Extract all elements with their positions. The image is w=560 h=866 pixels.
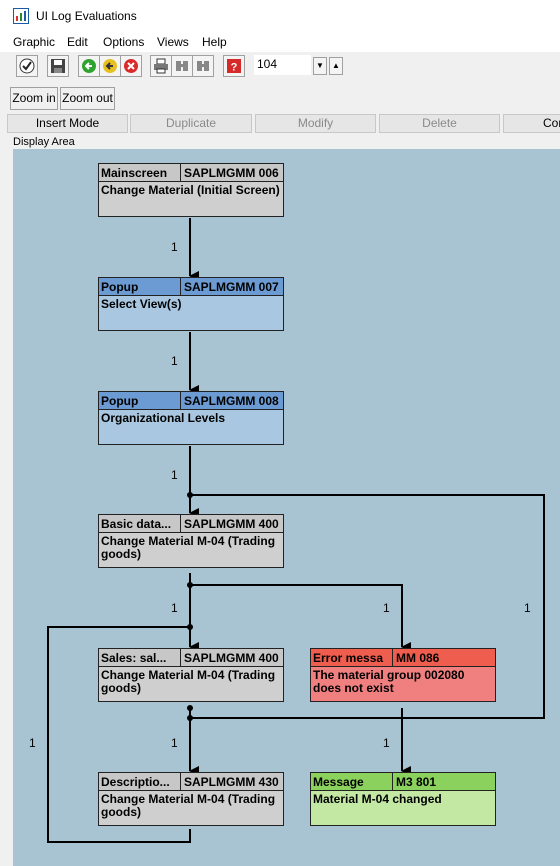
node-program: SAPLMGMM 008 [184,394,279,408]
title-bar: UI Log Evaluations [0,0,560,32]
find-button[interactable] [171,55,193,77]
check-button[interactable] [16,55,38,77]
chevron-down-icon: ▼ [316,61,324,70]
menu-help[interactable]: Help [202,35,227,49]
edge-label: 1 [171,354,178,368]
node-type: Basic data... [101,517,172,531]
node-type: Message [313,775,364,789]
menu-options[interactable]: Options [103,35,145,49]
save-button[interactable] [47,55,69,77]
duplicate-button[interactable]: Duplicate [130,114,252,133]
node-type: Popup [101,280,139,294]
edge-label: 1 [171,601,178,615]
display-area [13,149,560,866]
window-title: UI Log Evaluations [36,9,137,23]
menu-edit[interactable]: Edit [67,35,88,49]
menu-bar: Graphic Edit Options Views Help [0,32,560,52]
exit-button[interactable] [99,55,121,77]
delete-button[interactable]: Delete [379,114,500,133]
node-description-screen[interactable]: Descriptio... SAPLMGMM 430 Change Materia… [98,772,289,831]
modify-button[interactable]: Modify [255,114,376,133]
app-icon [13,8,29,24]
zoom-level-input[interactable]: 104 [254,55,311,75]
node-description: Change Material M-04 (Trading goods) [101,792,276,819]
edge-label: 1 [29,736,36,750]
display-area-label: Display Area [13,136,75,148]
node-program: SAPLMGMM 400 [184,517,279,531]
zoom-out-button[interactable]: Zoom out [60,87,115,110]
junction-dot [187,705,193,711]
node-program: M3 801 [396,775,437,789]
connect-button[interactable]: Con [503,114,560,133]
find-next-button[interactable] [192,55,214,77]
node-sales[interactable]: Sales: sal... SAPLMGMM 400 Change Materia… [98,648,289,707]
node-description: The material group 002080 does not exist [313,668,465,695]
junction-dot [187,624,193,630]
junction-dot [187,582,193,588]
help-button[interactable]: ? [223,55,245,77]
node-program: SAPLMGMM 400 [184,651,279,665]
chevron-up-icon: ▲ [332,61,340,70]
junction-dot [187,715,193,721]
edge-label: 1 [171,240,178,254]
node-popup-org-levels[interactable]: Popup SAPLMGMM 008 Organizational Levels [98,391,289,450]
edge-label: 1 [171,736,178,750]
node-type: Mainscreen [101,166,168,180]
node-popup-select-views[interactable]: Popup SAPLMGMM 007 Select View(s) [98,277,289,336]
node-type: Popup [101,394,139,408]
node-program: SAPLMGMM 006 [184,166,279,180]
zoom-up-button[interactable]: ▲ [329,57,343,75]
edge-7-5 [47,626,191,843]
edge-label: 1 [383,736,390,750]
edge-loop-back [190,494,545,719]
edge-4-6 [190,584,411,652]
node-description: Change Material M-04 (Trading goods) [101,534,276,561]
node-message[interactable]: Message M3 801 Material M-04 changed [310,772,501,831]
node-type: Sales: sal... [101,651,167,665]
node-description: Change Material M-04 (Trading goods) [101,668,276,695]
node-type: Descriptio... [101,775,170,789]
node-description: Select View(s) [101,297,182,311]
node-program: SAPLMGMM 430 [184,775,279,789]
node-description: Material M-04 changed [313,792,442,806]
insert-mode-button[interactable]: Insert Mode [7,114,128,133]
zoom-in-button[interactable]: Zoom in [10,87,58,110]
node-type: Error messa [313,651,384,665]
svg-text:?: ? [231,62,238,74]
menu-views[interactable]: Views [157,35,189,49]
edge-label: 1 [524,601,531,615]
cancel-button[interactable] [120,55,142,77]
zoom-down-button[interactable]: ▼ [313,57,327,75]
node-description: Change Material (Initial Screen) [101,183,280,197]
node-program: MM 086 [396,651,440,665]
edge-label: 1 [383,601,390,615]
node-program: SAPLMGMM 007 [184,280,279,294]
node-error-message[interactable]: Error messa MM 086 The material group 002… [310,648,501,707]
junction-dot [187,492,193,498]
node-mainscreen[interactable]: Mainscreen SAPLMGMM 006 Change Material (… [98,163,289,222]
menu-graphic[interactable]: Graphic [13,35,56,49]
node-basic-data[interactable]: Basic data... SAPLMGMM 400 Change Materia… [98,514,289,573]
node-description: Organizational Levels [101,411,226,425]
edge-label: 1 [171,468,178,482]
back-button[interactable] [78,55,100,77]
